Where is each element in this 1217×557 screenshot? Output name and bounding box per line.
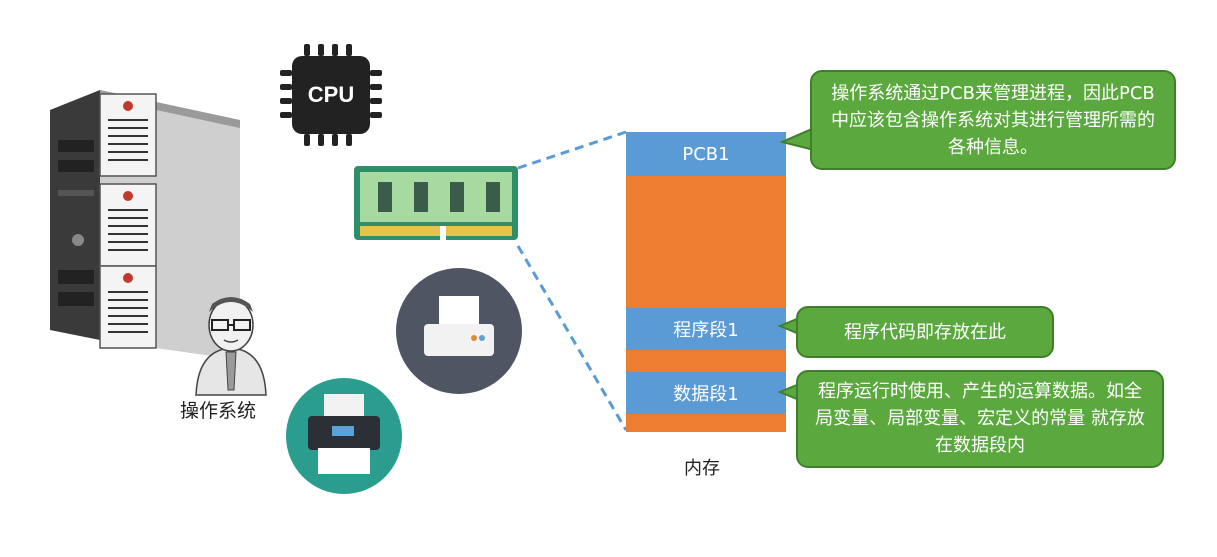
memory-pcb-block: PCB1	[626, 132, 786, 176]
callout-pcb: 操作系统通过PCB来管理进程，因此PCB中应该包含操作系统对其进行管理所需的各种…	[810, 70, 1176, 170]
memory-pcb-label: PCB1	[682, 143, 730, 165]
memory-label: 内存	[684, 458, 720, 479]
callout-data: 程序运行时使用、产生的运算数据。如全局变量、局部变量、宏定义的常量 就存放在数据…	[796, 370, 1164, 468]
memory-orange-block	[626, 414, 786, 432]
callout-pcb-text: 操作系统通过PCB来管理进程，因此PCB中应该包含操作系统对其进行管理所需的各种…	[831, 83, 1155, 158]
ram-module-icon	[354, 166, 518, 240]
callout-data-text: 程序运行时使用、产生的运算数据。如全局变量、局部变量、宏定义的常量 就存放在数据…	[815, 381, 1145, 456]
memory-data-label: 数据段1	[673, 384, 739, 405]
document-icon	[99, 183, 157, 267]
cpu-label: CPU	[307, 82, 355, 107]
printer-icon	[286, 378, 402, 494]
os-label: 操作系统	[180, 400, 257, 422]
callout-code: 程序代码即存放在此	[796, 306, 1054, 358]
memory-orange-block	[626, 176, 786, 308]
callout-code-text: 程序代码即存放在此	[844, 322, 1006, 343]
printer-icon	[396, 268, 522, 394]
person-icon	[195, 297, 267, 396]
cpu-icon	[280, 44, 382, 146]
document-icon	[99, 265, 157, 349]
memory-data-block: 数据段1	[626, 372, 786, 414]
memory-orange-block	[626, 350, 786, 372]
memory-code-block: 程序段1	[626, 308, 786, 350]
document-icon	[99, 93, 157, 177]
memory-code-label: 程序段1	[673, 320, 739, 341]
